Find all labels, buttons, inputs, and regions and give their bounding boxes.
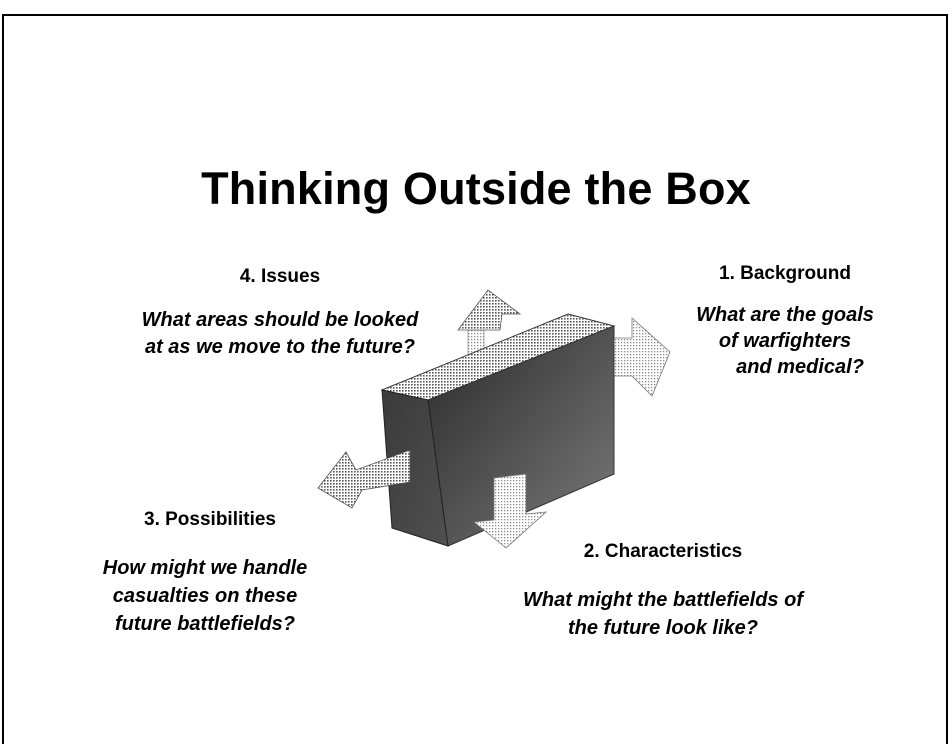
quadrant-issues: 4. Issues What areas should be looked at…: [110, 265, 450, 361]
heading-background: 1. Background: [719, 263, 851, 284]
heading-characteristics: 2. Characteristics: [583, 541, 743, 562]
slide-title: Thinking Outside the Box: [201, 163, 751, 215]
quadrant-possibilities: 3. Possibilities How might we handle cas…: [80, 508, 330, 638]
arrow-left-icon: [317, 449, 411, 509]
question-characteristics: What might the battlefields of the futur…: [523, 589, 803, 639]
heading-possibilities: 3. Possibilities: [144, 509, 276, 530]
heading-issues: 4. Issues: [239, 266, 321, 287]
arrow-down-icon: [472, 473, 548, 549]
slide-frame: [2, 14, 948, 744]
question-issues: What areas should be looked at as we mov…: [141, 309, 419, 358]
quadrant-background: 1. Background What are the goals of warf…: [660, 262, 910, 380]
question-background: What are the goals of warfighters and me…: [696, 304, 874, 378]
quadrant-characteristics: 2. Characteristics What might the battle…: [478, 540, 848, 642]
question-possibilities: How might we handle casualties on these …: [102, 557, 308, 635]
